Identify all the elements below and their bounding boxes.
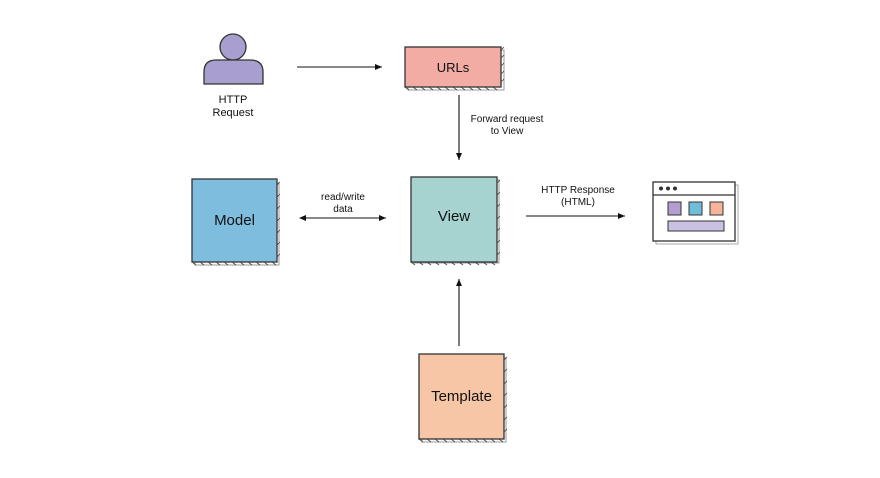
read-write-label: read/write data — [310, 192, 376, 216]
urls-label: URLs — [436, 59, 470, 75]
user-icon — [203, 33, 264, 85]
read-write-line1: read/write — [321, 192, 365, 203]
template-node — [418, 353, 508, 443]
forward-request-line2: to View — [490, 126, 524, 137]
model-node — [191, 178, 281, 266]
http-request-label: HTTP Request — [193, 92, 273, 122]
urls-node — [404, 46, 505, 91]
view-label: View — [437, 208, 471, 225]
view-node — [410, 176, 501, 266]
read-write-line2: data — [333, 204, 353, 215]
forward-request-label: Forward request to View — [466, 114, 548, 138]
http-response-line1: HTTP Response — [541, 185, 615, 196]
forward-request-line1: Forward request — [470, 114, 544, 125]
browser-window-icon — [652, 181, 739, 245]
http-response-line2: (HTML) — [561, 197, 595, 208]
template-label: Template — [431, 388, 492, 405]
http-request-label-line2: Request — [212, 107, 254, 119]
model-label: Model — [214, 212, 255, 229]
http-response-label: HTTP Response (HTML) — [533, 185, 623, 209]
http-request-label-line1: HTTP — [218, 94, 248, 106]
